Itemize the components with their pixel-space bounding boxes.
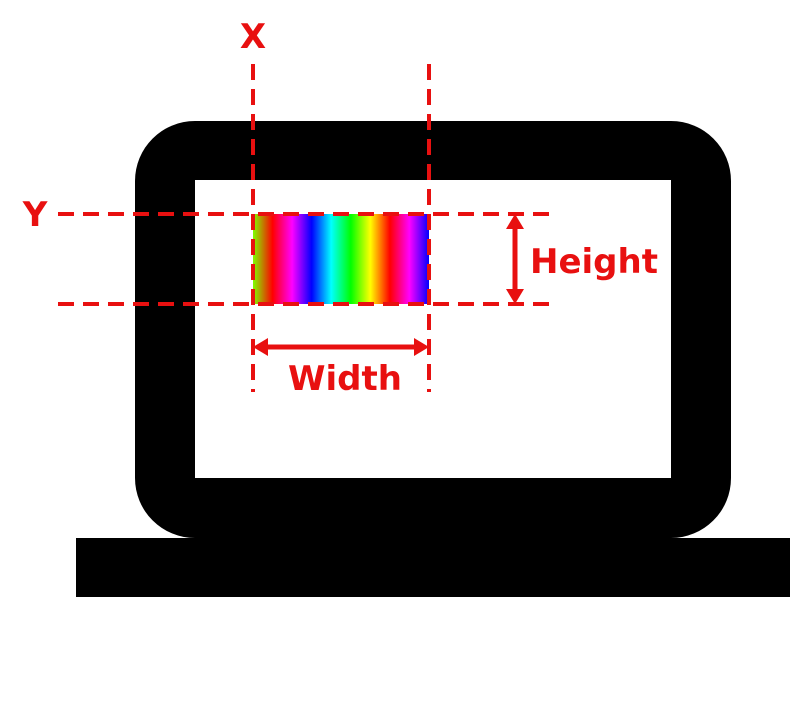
capture-region	[253, 214, 429, 304]
laptop-base	[76, 538, 790, 597]
height-arrow	[506, 214, 524, 304]
guide-lines	[58, 64, 553, 392]
height-label: Height	[530, 242, 658, 282]
width-label: Width	[288, 359, 402, 399]
height-arrowhead-bottom	[506, 289, 524, 304]
x-label: X	[240, 17, 266, 57]
width-arrowhead-left	[253, 338, 268, 356]
width-arrowhead-right	[414, 338, 429, 356]
height-arrowhead-top	[506, 214, 524, 229]
width-arrow	[253, 338, 429, 356]
y-label: Y	[22, 195, 48, 235]
